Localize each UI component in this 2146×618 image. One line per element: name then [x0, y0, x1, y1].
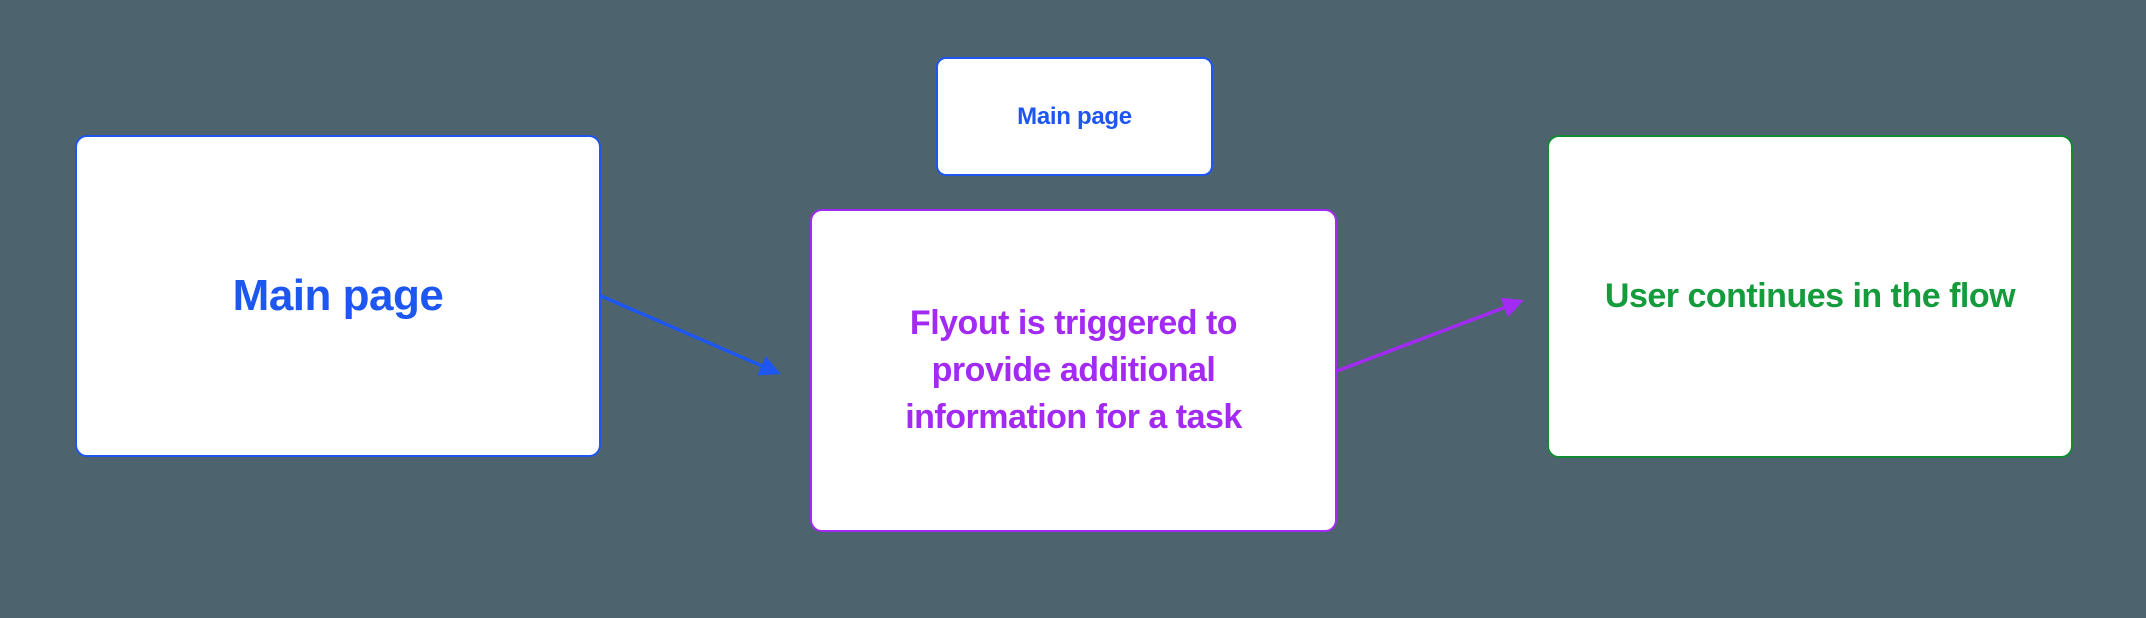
node-main-page-small[interactable]: Main page [936, 57, 1213, 176]
node-main-page[interactable]: Main page [75, 135, 601, 457]
node-user-continues-label: User continues in the flow [1604, 277, 2016, 315]
edge-flyout-to-continue[interactable] [1336, 297, 1524, 373]
node-main-page-label: Main page [232, 271, 444, 320]
node-user-continues[interactable]: User continues in the flow [1547, 135, 2073, 458]
node-main-page-small-label: Main page [1017, 102, 1132, 130]
edge-main-to-flyout[interactable] [600, 294, 781, 376]
node-flyout-label: Flyout is triggered to provide additiona… [905, 304, 1242, 436]
node-flyout-triggered[interactable]: Flyout is triggered to provide additiona… [810, 209, 1337, 532]
